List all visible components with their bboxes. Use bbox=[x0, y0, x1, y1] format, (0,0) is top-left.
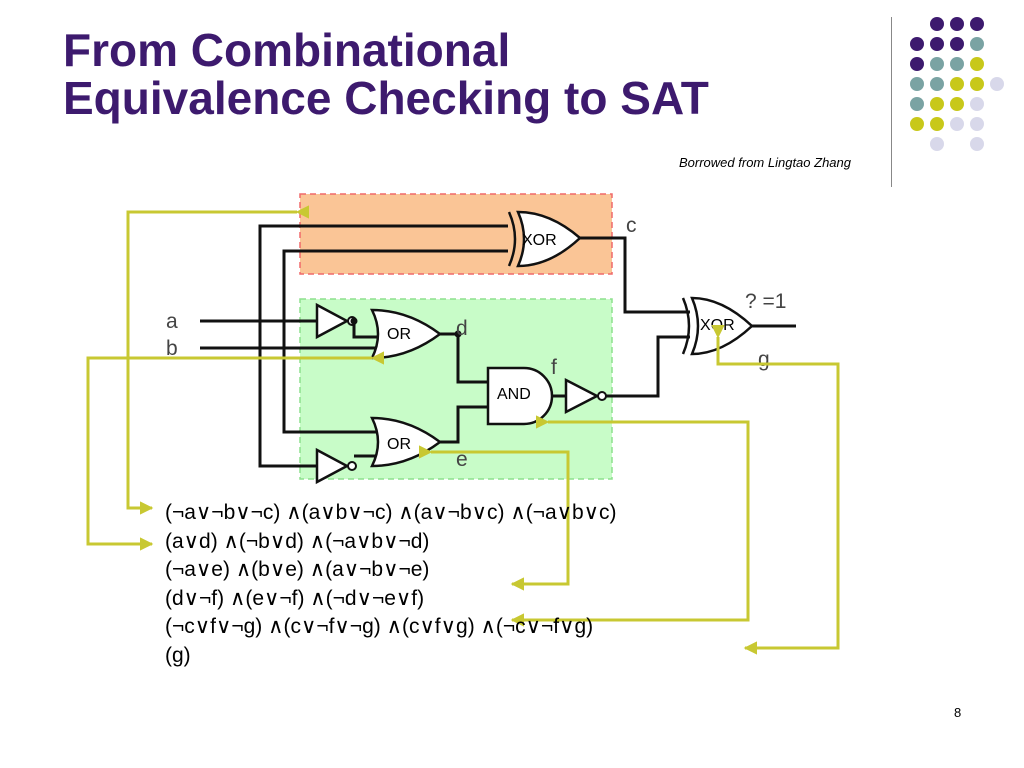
or-gate-top: OR bbox=[369, 308, 443, 360]
decorative-dot bbox=[970, 137, 984, 151]
decorative-dot bbox=[910, 117, 924, 131]
page-number: 8 bbox=[954, 705, 962, 720]
decorative-dot bbox=[930, 77, 944, 91]
and-label: AND bbox=[497, 386, 531, 403]
decorative-dot bbox=[970, 117, 984, 131]
clause-line-xor: (¬a∨¬b∨¬c) ∧(a∨b∨¬c) ∧(a∨¬b∨c) ∧(¬a∨b∨c) bbox=[165, 501, 617, 524]
decorative-dot bbox=[910, 77, 924, 91]
clause-line-and-f: (d∨¬f) ∧(e∨¬f) ∧(¬d∨¬e∨f) bbox=[165, 586, 425, 610]
wire-label-c: c bbox=[626, 214, 637, 237]
decorative-dot bbox=[950, 77, 964, 91]
xor-out-label: XOR bbox=[700, 317, 735, 334]
clause-line-xor-g: (¬c∨f∨¬g) ∧(c∨¬f∨¬g) ∧(c∨f∨g) ∧(¬c∨¬f∨g) bbox=[165, 615, 594, 638]
decorative-dot bbox=[990, 77, 1004, 91]
title-line-2: Equivalence Checking to SAT bbox=[63, 72, 709, 124]
clause-line-or-d: (a∨d) ∧(¬b∨d) ∧(¬a∨b∨¬d) bbox=[165, 529, 430, 553]
decorative-dot bbox=[910, 97, 924, 111]
slide-title: From Combinational Equivalence Checking … bbox=[63, 26, 709, 122]
clause-line-or-e: (¬a∨e) ∧(b∨e) ∧(a∨¬b∨¬e) bbox=[165, 558, 430, 581]
decorative-dot bbox=[930, 57, 944, 71]
wire-label-d: d bbox=[456, 317, 468, 340]
clause-line-goal: (g) bbox=[165, 643, 191, 667]
decorative-dot-grid bbox=[910, 17, 1004, 151]
or-bottom-label: OR bbox=[387, 436, 411, 453]
decorative-dot bbox=[970, 77, 984, 91]
decorative-dot bbox=[910, 57, 924, 71]
arrow-or-top-to-clause-2 bbox=[86, 351, 385, 551]
decorative-dot bbox=[950, 57, 964, 71]
decorative-dot bbox=[970, 37, 984, 51]
or-top-label: OR bbox=[387, 326, 411, 343]
and-gate: AND bbox=[486, 366, 554, 426]
decorative-dot bbox=[930, 17, 944, 31]
title-line-1: From Combinational bbox=[63, 24, 511, 76]
junction-dot-d bbox=[454, 330, 462, 338]
title-divider bbox=[891, 17, 892, 187]
wire-label-f: f bbox=[551, 356, 557, 379]
xor-gate-top: XOR bbox=[507, 210, 582, 268]
decorative-dot bbox=[950, 117, 964, 131]
xor-top-label: XOR bbox=[522, 232, 557, 249]
decorative-dot bbox=[970, 97, 984, 111]
cnf-clauses: (¬a∨¬b∨¬c) ∧(a∨b∨¬c) ∧(a∨¬b∨c) ∧(¬a∨b∨c)… bbox=[165, 499, 617, 670]
decorative-dot bbox=[970, 57, 984, 71]
not-gate-f bbox=[564, 377, 607, 415]
decorative-dot bbox=[930, 117, 944, 131]
wire-label-a: a bbox=[166, 310, 178, 333]
decorative-dot bbox=[930, 137, 944, 151]
decorative-dot bbox=[950, 17, 964, 31]
arrow-xor-out-to-clause-5 bbox=[711, 324, 840, 655]
decorative-dot bbox=[910, 37, 924, 51]
decorative-dot bbox=[930, 37, 944, 51]
decorative-dot bbox=[950, 37, 964, 51]
decorative-dot bbox=[950, 97, 964, 111]
decorative-dot bbox=[930, 97, 944, 111]
arrow-xor-region-to-clause-1 bbox=[126, 205, 310, 515]
junction-dot-a bbox=[350, 317, 358, 325]
query-label: ? =1 bbox=[745, 290, 786, 313]
wire-label-g: g bbox=[758, 348, 770, 371]
decorative-dot bbox=[970, 17, 984, 31]
credit-text: Borrowed from Lingtao Zhang bbox=[679, 155, 851, 170]
